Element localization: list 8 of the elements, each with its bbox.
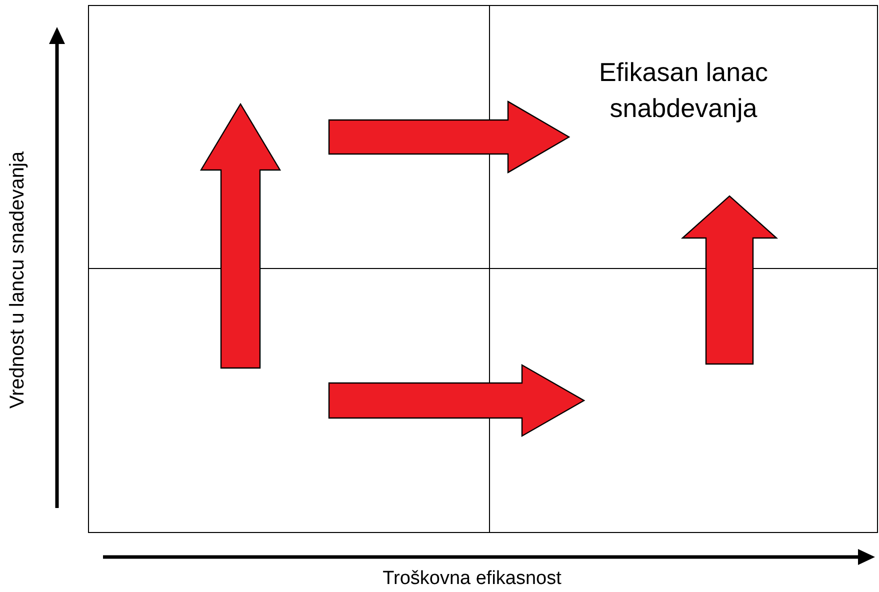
block-arrow (328, 100, 570, 174)
block-arrow (680, 195, 778, 365)
block-arrow (200, 102, 282, 369)
axis-label: Troškovna efikasnost (382, 567, 562, 591)
block-arrow (328, 364, 586, 438)
quadrant-title: Efikasan lanac snabdevanja (598, 56, 770, 125)
axis-label: Vrednost u lancu snadevanja (6, 151, 30, 409)
matrix-quadrant (489, 268, 878, 533)
